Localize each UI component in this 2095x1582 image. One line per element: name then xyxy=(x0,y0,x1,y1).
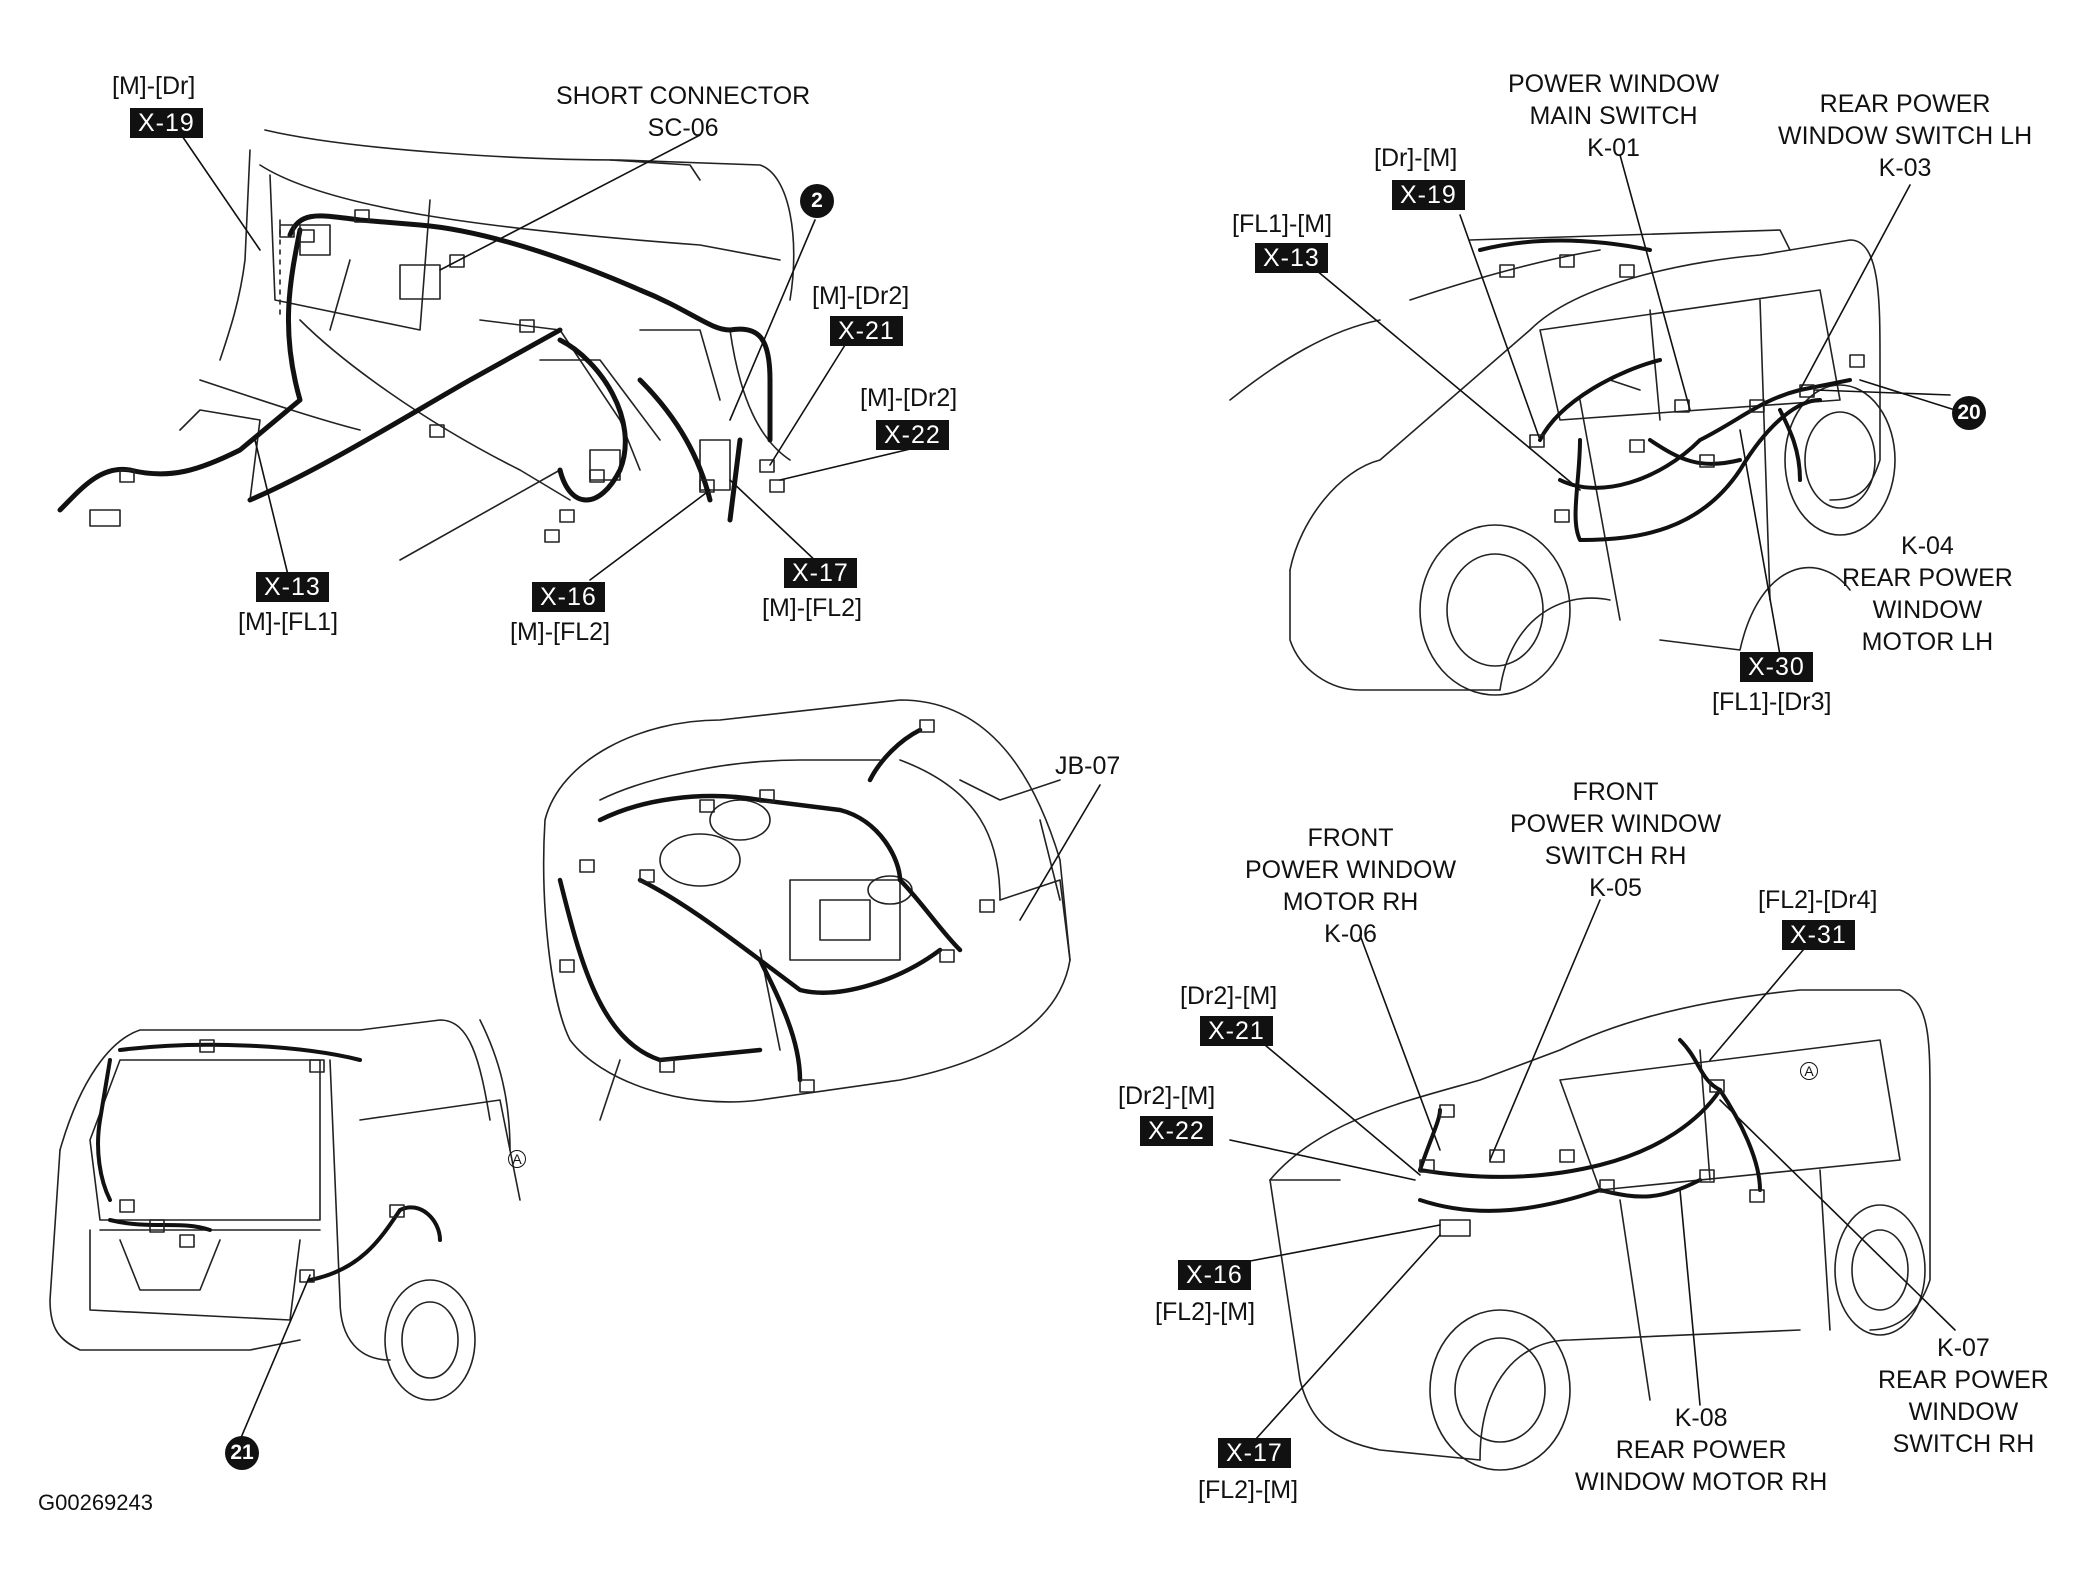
suv-left-connectors xyxy=(1499,254,1865,523)
x16-code-badge-top: X-16 xyxy=(532,582,605,612)
x13-code-badge-top: X-13 xyxy=(256,572,329,602)
suv-left-side-drawing xyxy=(1229,229,1896,696)
suv-right-harness xyxy=(1418,1038,1762,1213)
k04-label: K-04 REAR POWER WINDOW MOTOR LH xyxy=(1842,532,2013,656)
k08-label: K-08 REAR POWER WINDOW MOTOR RH xyxy=(1575,1404,1828,1496)
k05-label: FRONT POWER WINDOW SWITCH RH K-05 xyxy=(1510,778,1722,902)
connector-bubble-21: 21 xyxy=(225,1436,259,1470)
suv-rear-connectors xyxy=(119,1039,405,1283)
x19-code-badge: X-19 xyxy=(130,108,203,138)
x19-route-label: [M]-[Dr] xyxy=(112,72,196,100)
connector-bubble-20: 20 xyxy=(1952,396,1986,430)
k01-label: POWER WINDOW MAIN SWITCH K-01 xyxy=(1508,70,1720,162)
dashboard-connectors xyxy=(89,209,785,543)
short-connector-label: SHORT CONNECTOR SC-06 xyxy=(556,82,811,142)
x17-route-label-top: [M]-[FL2] xyxy=(762,594,863,622)
figure-id: G00269243 xyxy=(38,1490,153,1515)
leader-lines xyxy=(177,129,1956,1441)
suv-left-harness xyxy=(1478,238,1852,542)
suv-right-connectors xyxy=(1419,1079,1765,1237)
x16-route-label-bottom: [FL2]-[M] xyxy=(1155,1298,1256,1326)
connector-bubble-2: 2 xyxy=(800,184,834,218)
x19-route-label-right: [Dr]-[M] xyxy=(1374,144,1458,172)
x22-route-label-top: [M]-[Dr2] xyxy=(860,384,958,412)
x13-code-badge-right: X-13 xyxy=(1255,243,1328,273)
x21-code-badge-top: X-21 xyxy=(830,316,903,346)
jb07-label: JB-07 xyxy=(1055,752,1121,780)
x13-route-label-right: [FL1]-[M] xyxy=(1232,210,1333,238)
engine-bay-drawing xyxy=(542,699,1071,1121)
x21-code-badge-bottom: X-21 xyxy=(1200,1016,1273,1046)
x31-route-label: [FL2]-[Dr4] xyxy=(1758,886,1878,914)
marker-a-bottom-left: A xyxy=(508,1150,526,1168)
suv-right-side-drawing xyxy=(1269,989,1931,1471)
x21-route-label-top: [M]-[Dr2] xyxy=(812,282,910,310)
k07-label: K-07 REAR POWER WINDOW SWITCH RH xyxy=(1878,1334,2049,1458)
x31-code-badge: X-31 xyxy=(1782,920,1855,950)
x19-code-badge-right: X-19 xyxy=(1392,180,1465,210)
suv-rear-harness xyxy=(96,1042,442,1282)
x22-route-label-bottom: [Dr2]-[M] xyxy=(1118,1082,1216,1110)
x22-code-badge-top: X-22 xyxy=(876,420,949,450)
x17-code-badge-top: X-17 xyxy=(784,558,857,588)
x30-route-label: [FL1]-[Dr3] xyxy=(1712,688,1832,716)
x16-code-badge-bottom: X-16 xyxy=(1178,1260,1251,1290)
x17-code-badge-bottom: X-17 xyxy=(1218,1438,1291,1468)
k03-label: REAR POWER WINDOW SWITCH LH K-03 xyxy=(1778,90,2033,182)
x17-route-label-bottom: [FL2]-[M] xyxy=(1198,1476,1299,1504)
k06-label: FRONT POWER WINDOW MOTOR RH K-06 xyxy=(1245,824,1457,948)
x30-code-badge: X-30 xyxy=(1740,652,1813,682)
x16-route-label-top: [M]-[FL2] xyxy=(510,618,611,646)
x22-code-badge-bottom: X-22 xyxy=(1140,1116,1213,1146)
x13-route-label-top: [M]-[FL1] xyxy=(238,608,339,636)
dashboard-harness xyxy=(57,213,773,523)
marker-a-bottom-right: A xyxy=(1800,1062,1818,1080)
engine-bay-connectors xyxy=(559,719,995,1093)
x21-route-label-bottom: [Dr2]-[M] xyxy=(1180,982,1278,1010)
